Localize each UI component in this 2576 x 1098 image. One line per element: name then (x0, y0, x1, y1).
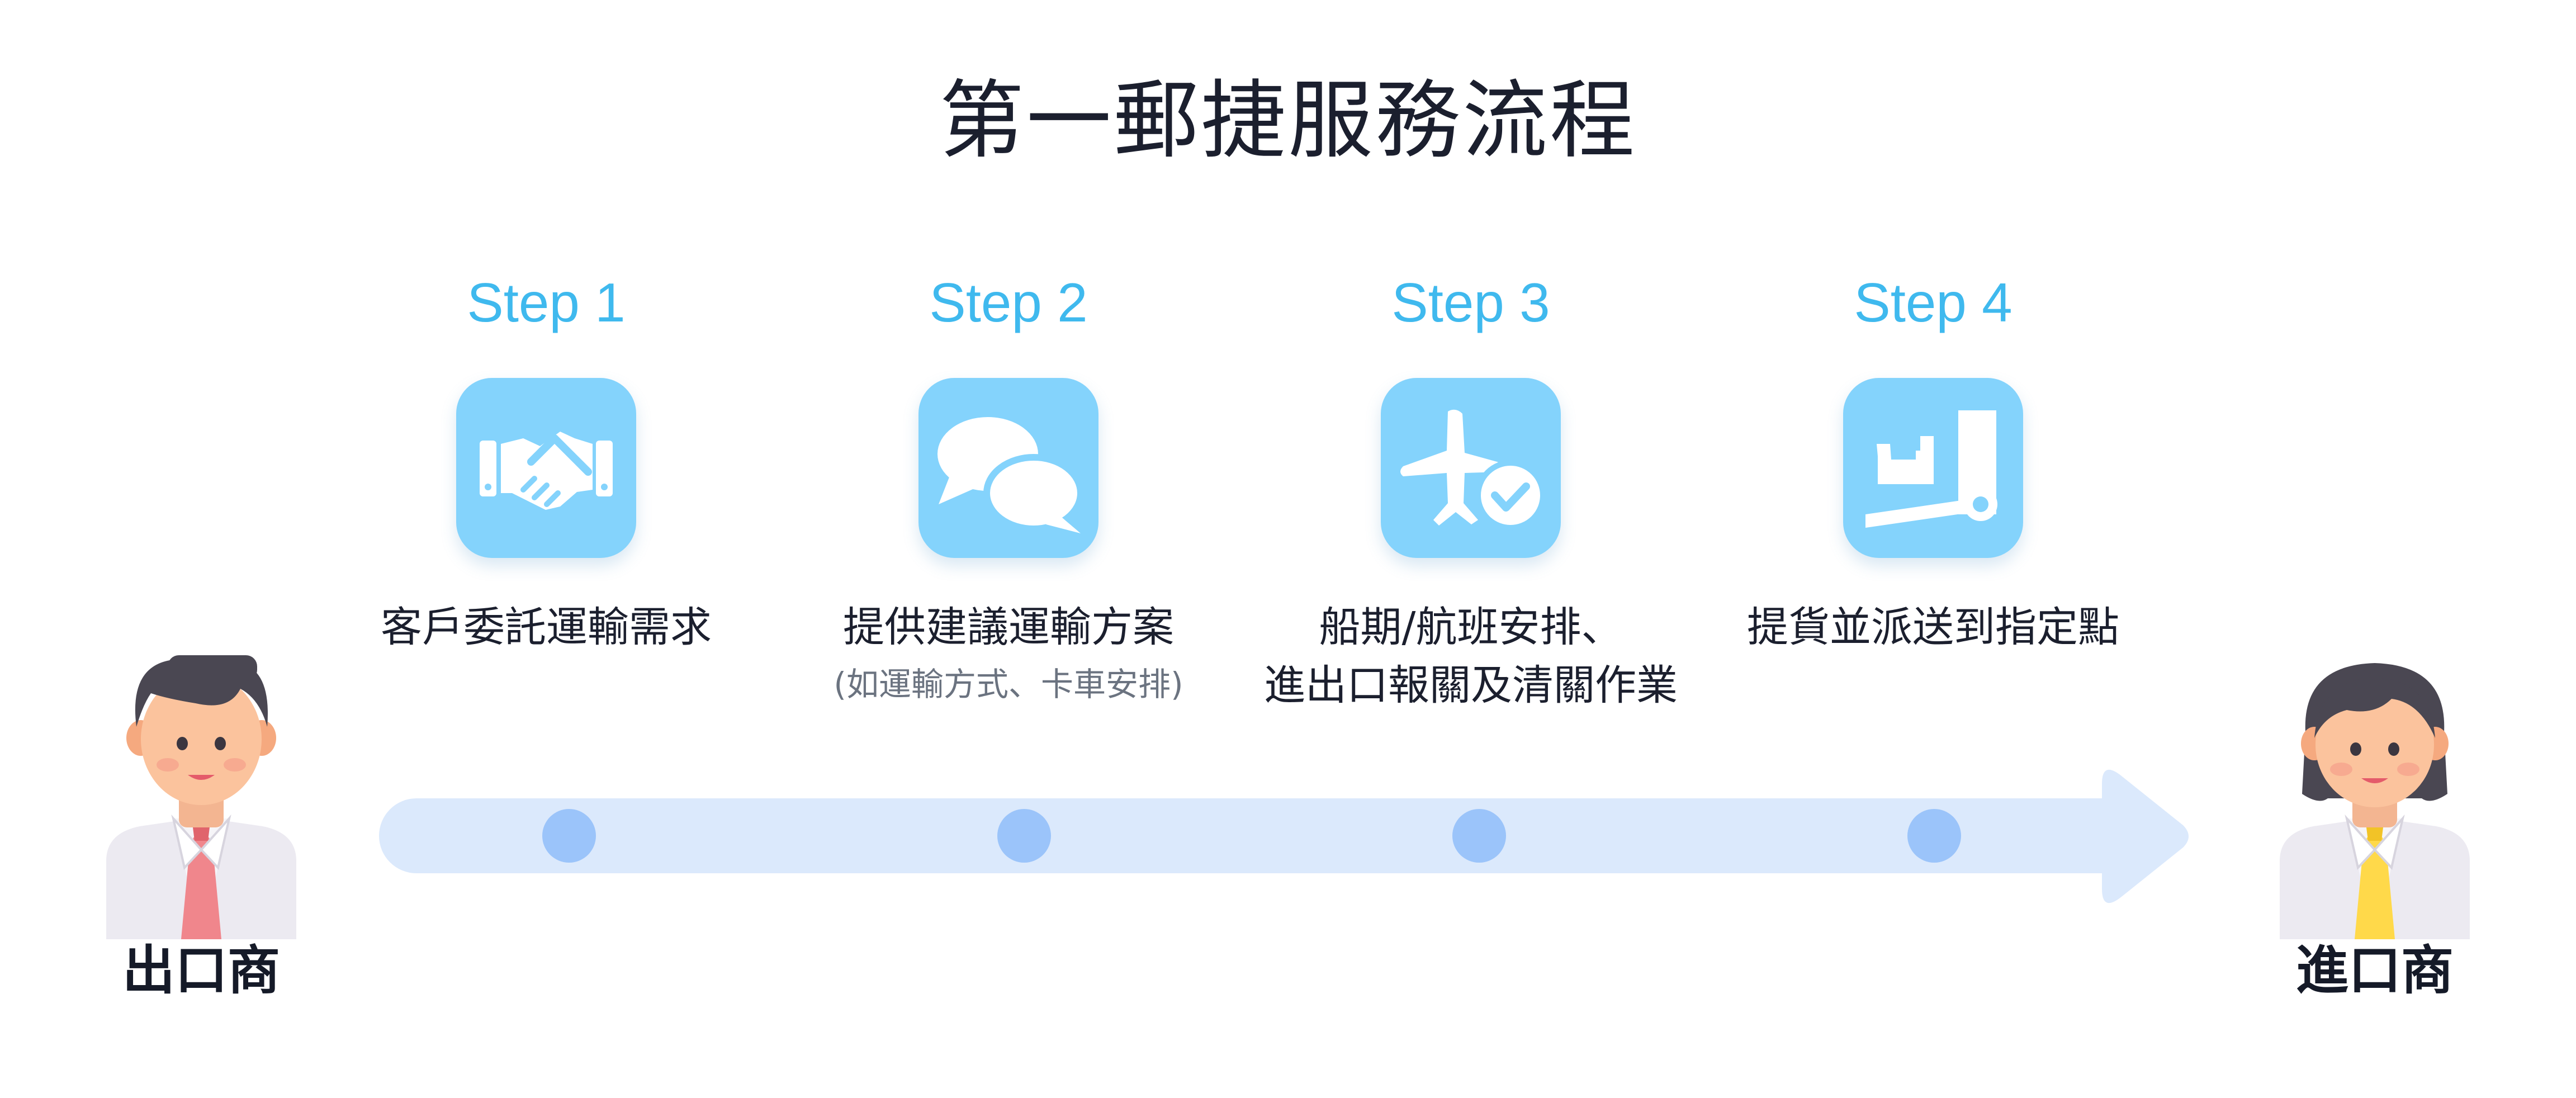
step-3-label: Step 3 (1391, 272, 1550, 333)
step-1-icon-tile (456, 378, 636, 558)
exporter-figure (89, 649, 313, 939)
exporter-label: 出口商 (122, 940, 280, 1001)
step-1-label: Step 1 (467, 272, 626, 333)
step-1-marker (542, 809, 596, 863)
page-title: 第一郵捷服務流程 (939, 71, 1637, 170)
delivery-cart-icon (1865, 410, 1997, 528)
step-2-note: (如運輸方式、卡車安排) (834, 665, 1183, 703)
businessman-icon (106, 655, 296, 939)
airplane-check-icon (1400, 409, 1546, 531)
importer-label: 進口商 (2295, 940, 2454, 1001)
step-4-description: 提貨並派送到指定點 (1747, 603, 2119, 651)
importer-figure (2263, 649, 2487, 939)
handshake-icon (480, 432, 613, 510)
step-3-description-line-1: 船期/航班安排、 (1319, 603, 1623, 651)
step-4-label: Step 4 (1854, 272, 2012, 333)
step-3-description-line-2: 進出口報關及清關作業 (1264, 661, 1678, 709)
step-4-icon-tile (1843, 378, 2023, 558)
step-2-marker (997, 809, 1051, 863)
step-2-icon-tile (918, 378, 1098, 558)
step-4-marker (1907, 809, 1961, 863)
step-2-description: 提供建議運輸方案 (843, 603, 1174, 651)
businesswoman-icon (2280, 663, 2470, 939)
step-3-marker (1452, 809, 1506, 863)
step-2-label: Step 2 (929, 272, 1088, 333)
step-1-description: 客戶委託運輸需求 (381, 603, 712, 651)
arrow-shaft (379, 769, 2189, 903)
step-3-icon-tile (1381, 378, 1561, 558)
chat-bubbles-icon (937, 417, 1084, 533)
